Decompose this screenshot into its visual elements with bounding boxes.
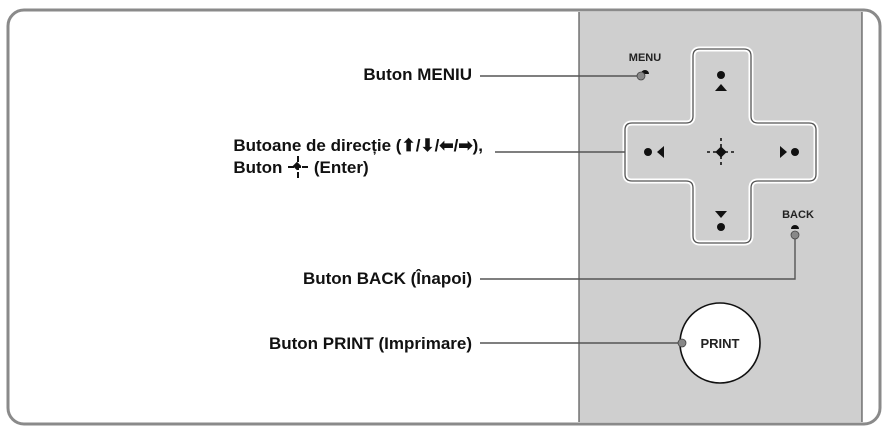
leader-back bbox=[480, 236, 796, 280]
left-dot bbox=[644, 148, 652, 156]
label-enter-line: Buton (Enter) bbox=[233, 156, 483, 179]
up-arrow-icon bbox=[715, 84, 727, 91]
label-print-button: Buton PRINT (Imprimare) bbox=[268, 334, 472, 353]
marker-print bbox=[677, 338, 687, 348]
enter-icon bbox=[715, 146, 727, 158]
up-button[interactable] bbox=[715, 71, 727, 91]
menu-button-label: MENU bbox=[629, 52, 661, 64]
back-button-label: BACK bbox=[782, 209, 814, 221]
left-arrow-icon bbox=[657, 146, 664, 158]
direction-pad[interactable] bbox=[624, 48, 817, 244]
marker-back bbox=[790, 230, 800, 240]
print-button[interactable]: PRINT bbox=[679, 302, 761, 384]
print-button-label: PRINT bbox=[701, 336, 740, 351]
right-arrow-icon bbox=[780, 146, 787, 158]
label-enter-suffix: (Enter) bbox=[313, 158, 369, 177]
left-button[interactable] bbox=[644, 146, 664, 158]
down-button[interactable] bbox=[715, 211, 727, 231]
enter-symbol-icon bbox=[287, 156, 309, 178]
down-dot bbox=[717, 223, 725, 231]
enter-button[interactable] bbox=[707, 138, 735, 166]
label-menu-button: Buton MENIU bbox=[363, 65, 472, 84]
marker-menu bbox=[636, 71, 646, 81]
back-button[interactable]: BACK bbox=[782, 209, 814, 229]
back-button-mark bbox=[791, 225, 799, 229]
label-back-button: Buton BACK (Înapoi) bbox=[302, 269, 472, 288]
down-arrow-icon bbox=[715, 211, 727, 218]
right-button[interactable] bbox=[780, 146, 799, 158]
label-enter-prefix: Buton bbox=[233, 158, 283, 177]
label-direction-buttons: Butoane de direcție (⬆/⬇/⬅/➡), Buton (En… bbox=[233, 135, 483, 179]
label-direction-line1: Butoane de direcție (⬆/⬇/⬅/➡), bbox=[233, 136, 483, 155]
right-dot bbox=[791, 148, 799, 156]
up-dot bbox=[717, 71, 725, 79]
